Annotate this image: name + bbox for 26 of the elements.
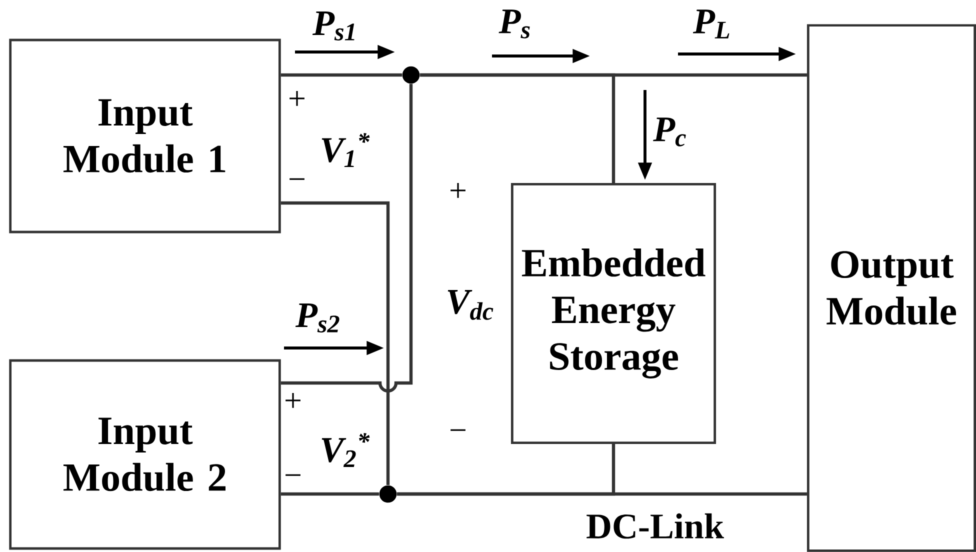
polarity-sign: − [286,474,300,476]
wire [280,201,390,486]
wire [396,444,616,496]
module-box: Input Module 2 [9,359,281,550]
voltage-label: V$_{2}$* [322,432,370,468]
polarity-sign: + [290,90,304,106]
voltage-label: V$_{1}$* [322,132,370,167]
module-box: Input Module 1 [9,38,281,234]
module-box: Output Module [806,24,976,552]
power-label: P$_{c}$ [653,118,686,146]
polarity-sign: + [286,392,300,408]
junction-dot [402,66,420,84]
wire [280,492,380,496]
polarity-sign: − [450,429,466,431]
polarity-sign: − [290,178,304,180]
wire [420,73,616,183]
bus-label: DC-Link [586,513,724,539]
polarity-sign: + [450,182,466,198]
wire [280,73,402,77]
storage-box: Embedded Energy Storage [510,182,716,444]
power-label: P$_{L}$ [692,10,730,38]
power-label: P$_{s1}$ [312,11,354,41]
power-label: P$_{s2}$ [295,303,340,333]
junction-dot [379,485,397,503]
power-label: P$_{s}$ [498,10,530,38]
wire [280,84,413,393]
